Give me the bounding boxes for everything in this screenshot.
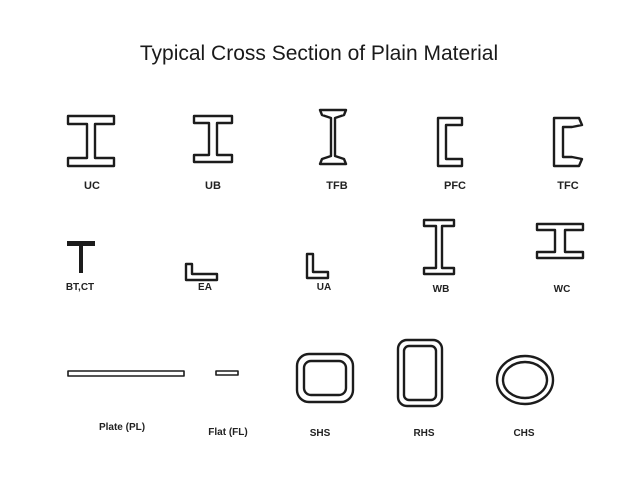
tfb-section-drawing bbox=[318, 108, 348, 166]
tfc-section-drawing bbox=[552, 116, 584, 168]
bt-ct-section-drawing bbox=[67, 241, 95, 273]
wc-section-drawing bbox=[535, 222, 585, 260]
ua-section-drawing bbox=[305, 252, 330, 280]
label-uc: UC bbox=[84, 180, 100, 192]
label-shs: SHS bbox=[309, 428, 331, 439]
plate-section-drawing bbox=[67, 370, 185, 377]
label-wc: WC bbox=[553, 284, 571, 295]
ea-section-drawing bbox=[184, 262, 219, 282]
chs-section-drawing bbox=[495, 354, 555, 406]
wb-section-drawing bbox=[422, 218, 456, 276]
label-wb: WB bbox=[432, 284, 450, 295]
page-title: Typical Cross Section of Plain Material bbox=[139, 42, 499, 65]
shs-section-drawing bbox=[295, 352, 355, 404]
label-ub: UB bbox=[205, 180, 221, 192]
label-flat: Flat (FL) bbox=[208, 427, 248, 438]
label-plate: Plate (PL) bbox=[98, 422, 146, 433]
label-chs: CHS bbox=[513, 428, 535, 439]
rhs-section-drawing bbox=[396, 338, 444, 408]
label-rhs: RHS bbox=[413, 428, 435, 439]
label-bt-ct: BT,CT bbox=[65, 282, 95, 293]
flat-section-drawing bbox=[215, 370, 239, 376]
label-ea: EA bbox=[198, 282, 212, 293]
pfc-section-drawing bbox=[436, 116, 464, 168]
label-pfc: PFC bbox=[444, 180, 466, 192]
label-ua: UA bbox=[316, 282, 332, 293]
uc-section-drawing bbox=[66, 114, 116, 168]
label-tfb: TFB bbox=[326, 180, 348, 192]
ub-section-drawing bbox=[192, 114, 234, 164]
label-tfc: TFC bbox=[557, 180, 579, 192]
